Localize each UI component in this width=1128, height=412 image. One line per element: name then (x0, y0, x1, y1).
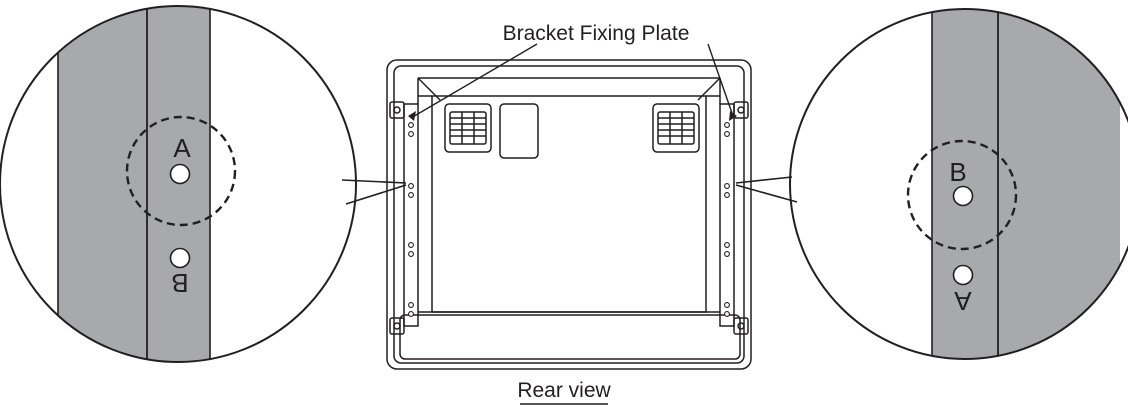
right-inverted-letter: A (954, 286, 972, 316)
right-detail-magnifier: B A (735, 8, 1128, 360)
left-detail-magnifier: A B (0, 5, 407, 363)
left-detail-outline (0, 5, 357, 363)
connector-panel (499, 103, 539, 159)
bracket-holes (408, 122, 730, 317)
right-detail-outline (789, 8, 1128, 360)
bracket-callout-leaders (410, 43, 734, 119)
unit-outer-frame (386, 59, 752, 370)
right-callout-tail (735, 176, 798, 203)
left-plate-view (57, 6, 211, 362)
left-inverted-letter: B (171, 268, 188, 298)
right-highlight-ring (906, 139, 1018, 251)
right-hole-upper (952, 185, 974, 207)
unit-rear-view (386, 59, 752, 370)
right-plate-fill (932, 9, 1120, 359)
bracket-fixing-plate-label: Bracket Fixing Plate (503, 22, 690, 45)
right-marked-letter: B (949, 157, 966, 187)
left-callout-tail (341, 179, 407, 205)
left-highlight-ring (125, 115, 237, 227)
left-bracket-plate (403, 103, 419, 327)
left-marked-letter: A (173, 133, 191, 163)
left-vent-grille (444, 103, 492, 153)
left-plate-fill (58, 6, 210, 362)
rear-view-caption: Rear view (517, 379, 611, 402)
unit-inner-frame (393, 65, 745, 364)
right-plate-view (931, 9, 1120, 359)
right-bracket-plate (719, 103, 735, 327)
unit-rear-chassis (431, 95, 707, 313)
left-hole-lower (169, 247, 191, 269)
left-hole-upper (169, 163, 191, 185)
right-hole-lower (952, 264, 974, 286)
right-vent-grille (652, 103, 700, 153)
unit-bottom-bezel (399, 314, 741, 360)
